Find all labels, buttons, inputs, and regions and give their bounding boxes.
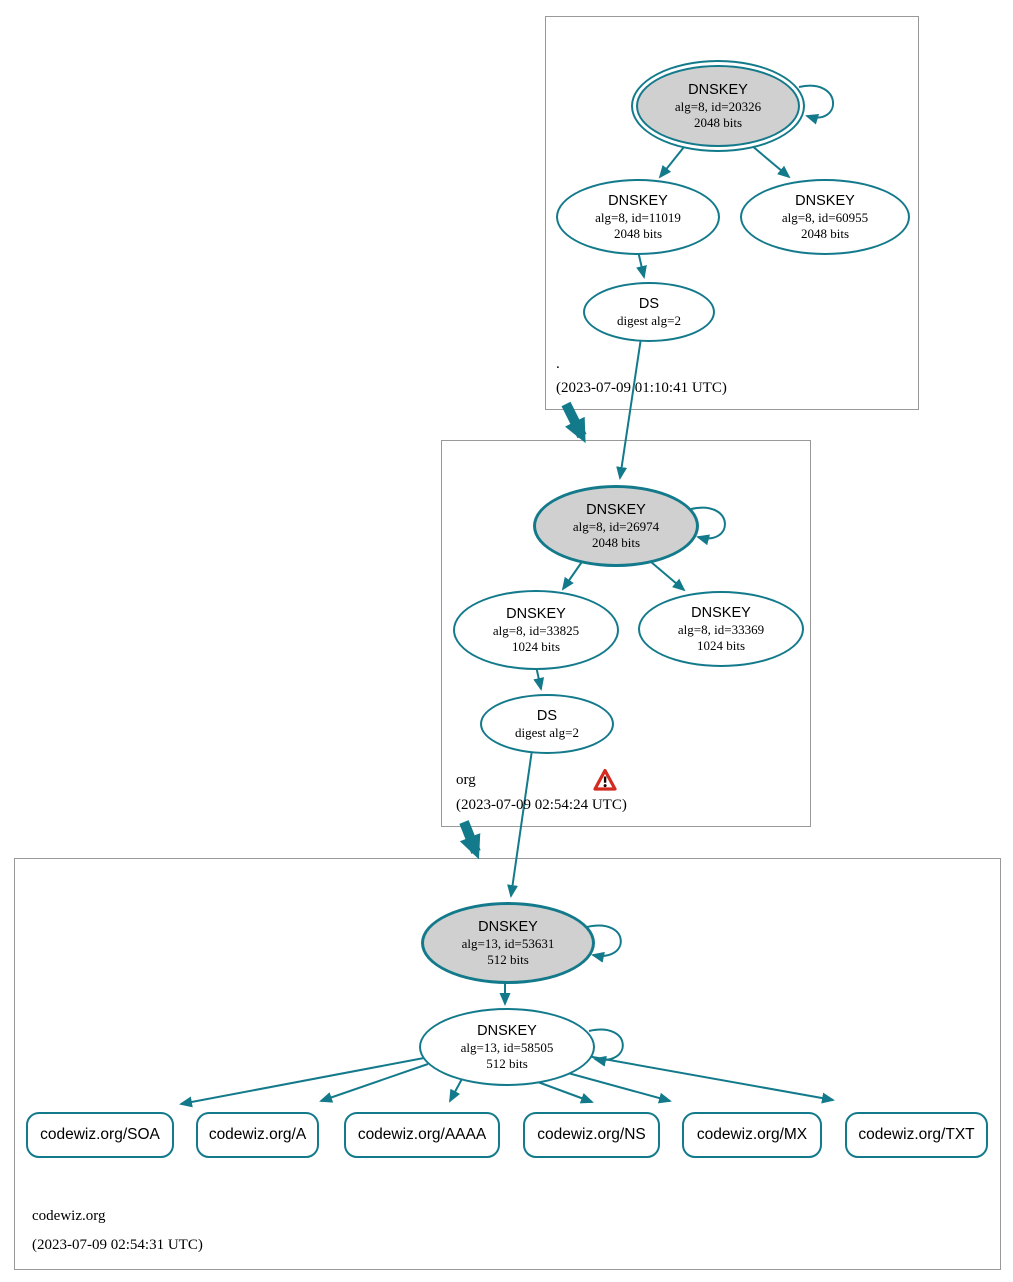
edge-zsk-to-rrset-mx bbox=[556, 1069, 672, 1104]
node-title: DNSKEY bbox=[688, 82, 748, 99]
delegation-arrow-org-to-codewiz bbox=[459, 820, 481, 860]
edge-zsk-to-rrset-soa bbox=[179, 1057, 425, 1108]
rrset-label: codewiz.org/A bbox=[208, 1126, 307, 1143]
node-alg-id: alg=8, id=60955 bbox=[781, 210, 869, 226]
rrset-node-aaaa[interactable]: codewiz.org/AAAA bbox=[344, 1112, 500, 1158]
node-bits: 1024 bits bbox=[511, 638, 561, 654]
dnskey-ksk-node-root[interactable]: DNSKEY alg=8, id=20326 2048 bits bbox=[636, 65, 800, 147]
edge-root-ksk-to-zsk-60955 bbox=[750, 144, 791, 179]
dnskey-zsk-node-root-11019[interactable]: DNSKEY alg=8, id=11019 2048 bits bbox=[556, 179, 720, 255]
rrset-label: codewiz.org/SOA bbox=[40, 1126, 160, 1143]
node-title: DNSKEY bbox=[795, 193, 855, 210]
warning-triangle-glyph bbox=[593, 768, 617, 791]
rrset-label: codewiz.org/MX bbox=[696, 1126, 808, 1143]
rrset-label: codewiz.org/AAAA bbox=[357, 1126, 487, 1143]
warning-icon[interactable] bbox=[593, 768, 617, 797]
zone-label-root: . bbox=[556, 356, 560, 372]
zone-label-codewiz-org: codewiz.org bbox=[32, 1208, 106, 1224]
self-sign-loop-org-ksk bbox=[690, 506, 726, 546]
node-digest: digest alg=2 bbox=[514, 724, 580, 740]
edge-zsk-to-rrset-aaaa bbox=[449, 1076, 464, 1103]
node-title: DNSKEY bbox=[586, 502, 646, 519]
zone-box-codewiz-org bbox=[14, 858, 1001, 1270]
rrset-node-soa[interactable]: codewiz.org/SOA bbox=[26, 1112, 174, 1158]
node-alg-id: alg=8, id=20326 bbox=[674, 99, 762, 115]
edge-root-zsk-to-ds bbox=[636, 250, 647, 279]
node-title: DNSKEY bbox=[477, 1023, 537, 1040]
zone-timestamp-root: (2023-07-09 01:10:41 UTC) bbox=[556, 380, 727, 396]
rrset-label: codewiz.org/NS bbox=[537, 1126, 646, 1143]
edge-zsk-to-rrset-txt bbox=[586, 1055, 835, 1104]
rrset-node-mx[interactable]: codewiz.org/MX bbox=[682, 1112, 822, 1158]
node-title: DS bbox=[638, 295, 660, 312]
node-alg-id: alg=13, id=58505 bbox=[460, 1040, 554, 1056]
node-title: DNSKEY bbox=[691, 605, 751, 622]
node-title: DS bbox=[536, 707, 558, 724]
node-alg-id: alg=8, id=11019 bbox=[595, 210, 681, 226]
node-alg-id: alg=8, id=26974 bbox=[572, 519, 660, 535]
node-alg-id: alg=13, id=53631 bbox=[461, 936, 555, 952]
dnskey-zsk-node-org-33369[interactable]: DNSKEY alg=8, id=33369 1024 bits bbox=[638, 591, 804, 667]
edge-org-ds-to-codewiz-ksk bbox=[507, 749, 533, 898]
node-bits: 2048 bits bbox=[693, 114, 743, 130]
node-bits: 2048 bits bbox=[613, 225, 663, 241]
rrset-node-ns[interactable]: codewiz.org/NS bbox=[523, 1112, 660, 1158]
zone-timestamp-codewiz-org: (2023-07-09 02:54:31 UTC) bbox=[32, 1237, 203, 1253]
edge-root-ds-to-org-ksk bbox=[616, 337, 642, 480]
node-digest: digest alg=2 bbox=[616, 312, 682, 328]
dnskey-zsk-node-root-60955[interactable]: DNSKEY alg=8, id=60955 2048 bits bbox=[740, 179, 910, 255]
dnskey-zsk-node-codewiz[interactable]: DNSKEY alg=13, id=58505 512 bits bbox=[419, 1008, 595, 1086]
ds-node-org[interactable]: DS digest alg=2 bbox=[480, 694, 614, 754]
node-alg-id: alg=8, id=33825 bbox=[492, 623, 580, 639]
node-title: DNSKEY bbox=[608, 193, 668, 210]
edge-zsk-to-rrset-a bbox=[319, 1063, 429, 1103]
ds-node-root[interactable]: DS digest alg=2 bbox=[583, 282, 715, 342]
zone-box-root bbox=[545, 16, 919, 410]
dnskey-ksk-node-codewiz[interactable]: DNSKEY alg=13, id=53631 512 bits bbox=[421, 902, 595, 984]
node-alg-id: alg=8, id=33369 bbox=[677, 622, 765, 638]
rrset-node-a[interactable]: codewiz.org/A bbox=[196, 1112, 319, 1158]
node-bits: 1024 bits bbox=[696, 637, 746, 653]
rrset-label: codewiz.org/TXT bbox=[858, 1126, 975, 1143]
delegation-arrow-root-to-org bbox=[561, 401, 587, 444]
self-sign-loop-root-ksk bbox=[798, 84, 834, 125]
node-bits: 2048 bits bbox=[800, 225, 850, 241]
dnskey-ksk-node-org[interactable]: DNSKEY alg=8, id=26974 2048 bits bbox=[533, 485, 699, 567]
zone-label-org: org bbox=[456, 772, 476, 788]
node-title: DNSKEY bbox=[478, 919, 538, 936]
node-bits: 512 bits bbox=[486, 1055, 528, 1071]
dnskey-zsk-node-org-33825[interactable]: DNSKEY alg=8, id=33825 1024 bits bbox=[453, 590, 619, 670]
node-title: DNSKEY bbox=[506, 606, 566, 623]
self-sign-loop-codewiz-ksk bbox=[586, 924, 622, 963]
zone-timestamp-org: (2023-07-09 02:54:24 UTC) bbox=[456, 797, 627, 813]
node-bits: 512 bits bbox=[487, 951, 529, 967]
rrset-node-txt[interactable]: codewiz.org/TXT bbox=[845, 1112, 988, 1158]
node-bits: 2048 bits bbox=[591, 534, 641, 550]
edge-root-ksk-to-zsk-11019 bbox=[658, 146, 685, 179]
